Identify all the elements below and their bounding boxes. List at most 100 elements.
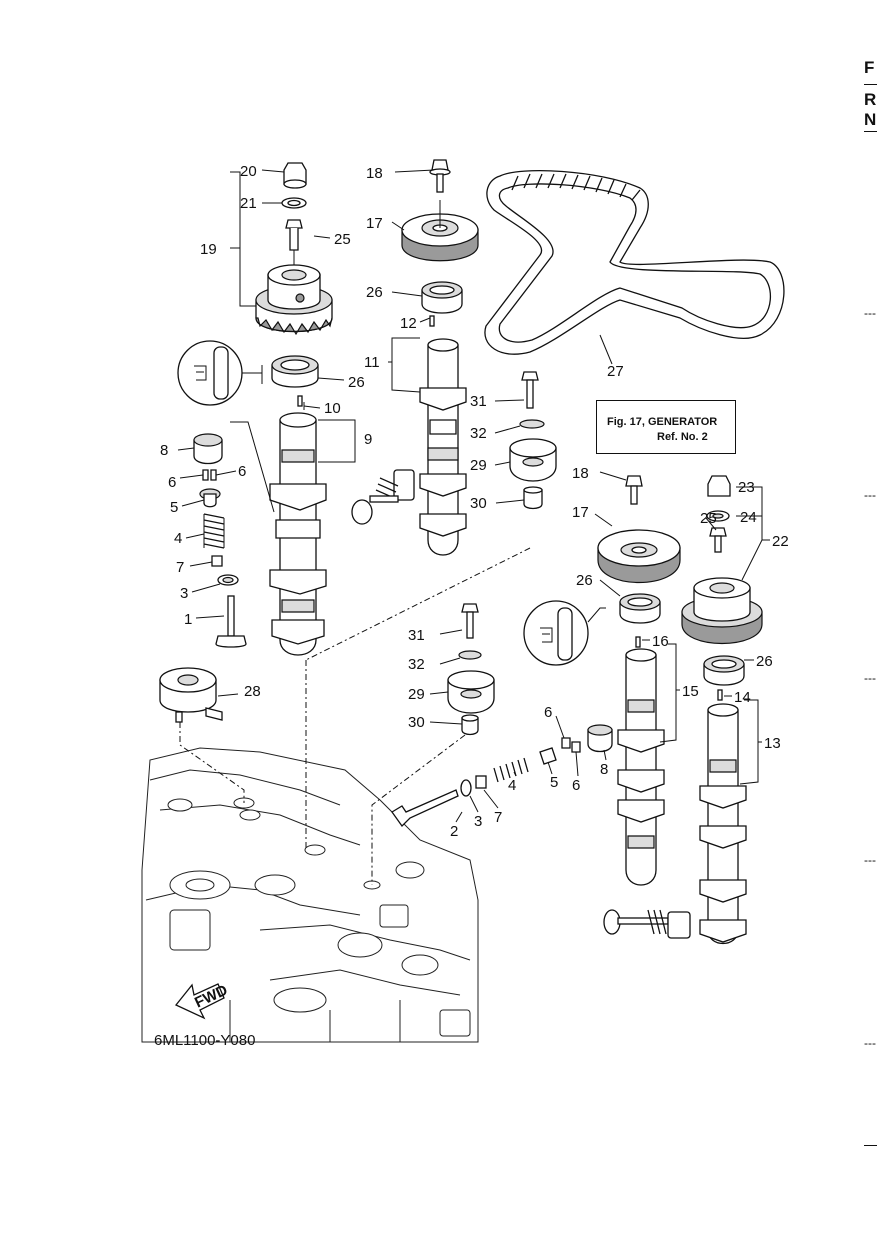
callout-labels: 20 21 19 25 18 17 26 12 11 26 10 9 8 6 6… xyxy=(160,163,789,840)
edge-letter-n: N xyxy=(864,110,877,129)
margin-tick: --- xyxy=(864,671,876,685)
callout: 4 xyxy=(174,530,182,547)
callout: 26 xyxy=(576,572,593,589)
detail-magnifier-circle xyxy=(177,340,263,406)
callout: 18 xyxy=(572,465,589,482)
belt-tensioner-part-28 xyxy=(159,667,223,723)
callout: 6 xyxy=(544,704,552,721)
callout: 27 xyxy=(607,363,624,380)
callout: 6 xyxy=(572,777,580,794)
spring-seat-part-3 xyxy=(460,779,472,797)
intake-valve-part-2 xyxy=(391,789,459,828)
bolt-part-18 xyxy=(429,159,451,193)
valve-spring-part-4 xyxy=(493,757,529,783)
oil-seal-part-26 xyxy=(421,281,463,314)
valve-spring-part-4 xyxy=(203,513,225,549)
idler-pulley-part-29 xyxy=(509,438,557,482)
callout: 3 xyxy=(474,813,482,830)
detail-magnifier-circle xyxy=(523,600,606,666)
timing-belt-part-27 xyxy=(484,170,785,365)
margin-tick: --- xyxy=(864,1036,876,1050)
figure-code: 6ML1100-Y080 xyxy=(154,1032,256,1049)
callout: 8 xyxy=(600,761,608,778)
callout: 31 xyxy=(470,393,487,410)
valve-cotter-part-6 xyxy=(202,469,217,481)
cam-sprocket-part-17 xyxy=(401,200,479,262)
callout: 25 xyxy=(700,510,717,527)
intake-valve-assembly xyxy=(351,469,415,525)
generator-reference-box: Fig. 17, GENERATOR Ref. No. 2 xyxy=(596,400,736,454)
callout: 11 xyxy=(364,354,380,371)
callout: 17 xyxy=(366,215,383,232)
reference-line-1: Fig. 17, GENERATOR xyxy=(607,416,718,428)
edge-rule xyxy=(864,131,877,132)
callout: 12 xyxy=(400,315,417,332)
callout: 26 xyxy=(756,653,773,670)
engine-block-illustration xyxy=(141,747,479,1043)
callout: 8 xyxy=(160,442,168,459)
callout: 24 xyxy=(740,509,757,526)
margin-tick: --- xyxy=(864,306,876,320)
bolt-part-23 xyxy=(707,475,731,497)
oil-seal-part-26 xyxy=(271,355,319,388)
callout: 6 xyxy=(238,463,246,480)
callout: 15 xyxy=(682,683,699,700)
leader-line xyxy=(371,734,466,885)
valve-lifter-part-8 xyxy=(193,433,223,465)
callout: 28 xyxy=(244,683,261,700)
callout: 32 xyxy=(408,656,425,673)
spring-retainer-part-5 xyxy=(539,747,557,765)
valve-lifter-part-8 xyxy=(587,724,613,753)
callout: 14 xyxy=(734,689,751,706)
leader-lines xyxy=(177,169,770,823)
callout: 29 xyxy=(470,457,487,474)
callout: 30 xyxy=(408,714,425,731)
exhaust-valve-assembly xyxy=(603,909,691,939)
callout: 1 xyxy=(184,611,192,628)
washer-part-32 xyxy=(458,650,482,660)
callout: 22 xyxy=(772,533,789,550)
vvt-sprocket-part-22 xyxy=(681,577,763,645)
callout: 18 xyxy=(366,165,383,182)
edge-letter-f: F xyxy=(864,58,875,77)
callout: 17 xyxy=(572,504,589,521)
bolt-part-18 xyxy=(625,475,643,505)
valve-stem-seal-part-7 xyxy=(211,555,223,567)
idler-pulley-part-29 xyxy=(447,670,495,714)
callout: 29 xyxy=(408,686,425,703)
collar-part-30 xyxy=(523,486,543,510)
bolt-part-31 xyxy=(461,603,479,639)
callout: 3 xyxy=(180,585,188,602)
edge-rule xyxy=(864,1145,877,1146)
washer-part-24 xyxy=(706,510,730,522)
spring-seat-part-3 xyxy=(217,574,239,586)
cam-sprocket-part-17 xyxy=(597,529,681,584)
oil-seal-part-26 xyxy=(703,655,745,686)
edge-letter-r: R xyxy=(864,90,877,109)
leader-line xyxy=(179,722,245,803)
callout: 16 xyxy=(652,633,669,650)
callout: 26 xyxy=(366,284,383,301)
exhaust-valve-part-1 xyxy=(215,595,247,648)
callout: 23 xyxy=(738,479,755,496)
callout: 5 xyxy=(170,499,178,516)
exhaust-camshaft-part-9 xyxy=(269,395,327,656)
callout: 21 xyxy=(240,195,257,212)
callout: 10 xyxy=(324,400,341,417)
callout: 6 xyxy=(168,474,176,491)
callout: 4 xyxy=(508,777,516,794)
callout: 25 xyxy=(334,231,351,248)
callout: 32 xyxy=(470,425,487,442)
callout: 2 xyxy=(450,823,458,840)
callout: 30 xyxy=(470,495,487,512)
edge-rule xyxy=(864,84,877,85)
camshaft-part-15 xyxy=(617,636,665,886)
valve-stem-seal-part-7 xyxy=(475,775,487,789)
spring-retainer-part-5 xyxy=(199,488,221,508)
callout: 7 xyxy=(494,809,502,826)
collar-part-30 xyxy=(461,714,479,736)
margin-tick: --- xyxy=(864,853,876,867)
callout: 31 xyxy=(408,627,425,644)
oil-seal-part-26 xyxy=(619,593,661,624)
callout: 7 xyxy=(176,559,184,576)
